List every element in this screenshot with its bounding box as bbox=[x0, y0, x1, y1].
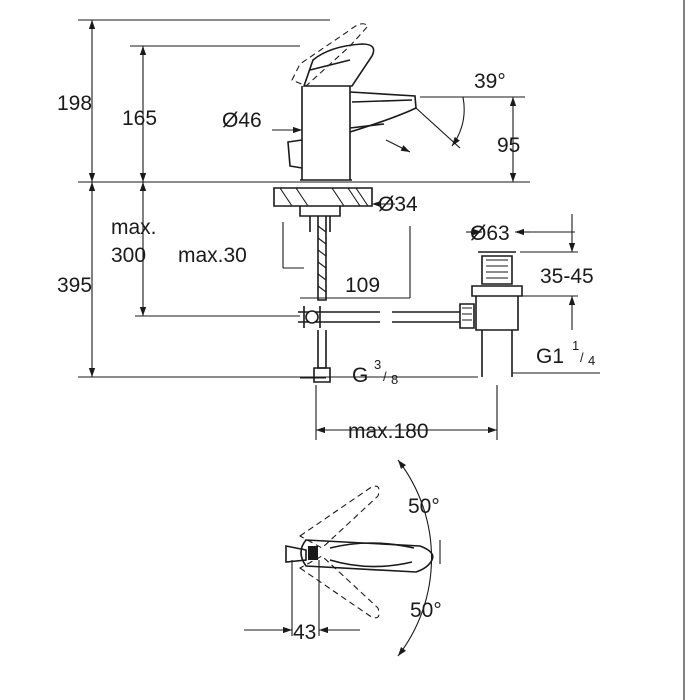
swivel-arc bbox=[397, 459, 432, 657]
dim-max-180: max.180 bbox=[348, 420, 429, 443]
dim-body-diameter: Ø46 bbox=[222, 109, 262, 132]
pop-up-knob bbox=[287, 139, 303, 169]
supply-hose bbox=[313, 216, 331, 383]
dim-pop-up-reach: 109 bbox=[345, 274, 380, 297]
dim-max-30: max.30 bbox=[178, 244, 247, 267]
waste-thread-den: 4 bbox=[588, 353, 595, 368]
dim-swivel-bottom: 50° bbox=[410, 599, 442, 622]
waste-thread-slash: / bbox=[580, 350, 584, 365]
hose-thread-slash: / bbox=[383, 369, 387, 384]
dim-spout-height: 95 bbox=[497, 134, 520, 157]
dim-max-label: max. bbox=[111, 216, 157, 239]
dim-hole-diameter: Ø34 bbox=[378, 193, 418, 216]
dim-lever-height: 165 bbox=[122, 107, 157, 130]
hose-thread-base: G bbox=[352, 364, 368, 387]
dim-total-height: 198 bbox=[57, 92, 92, 115]
faucet-plan bbox=[285, 539, 441, 573]
dim-waste-diameter: Ø63 bbox=[470, 222, 510, 245]
waste-thread-num: 1 bbox=[572, 338, 579, 353]
pop-up-rod bbox=[298, 306, 460, 328]
dim-under-height: 395 bbox=[57, 274, 92, 297]
dim-max-300: 300 bbox=[111, 244, 146, 267]
faucet-body bbox=[300, 86, 417, 181]
faucet-lever bbox=[302, 43, 375, 87]
top-view bbox=[244, 459, 441, 657]
angle-arc-39 bbox=[451, 96, 465, 147]
lever-position-up bbox=[298, 485, 380, 549]
lever-position-down bbox=[298, 555, 380, 619]
dim-lever-offset: 43 bbox=[293, 621, 316, 644]
waste-thread-base: G1 bbox=[536, 345, 564, 368]
hose-thread-num: 3 bbox=[374, 357, 381, 372]
side-elevation bbox=[78, 19, 600, 440]
dim-waste-range: 35-45 bbox=[540, 265, 594, 288]
dim-hose-thread: G 3 / 8 bbox=[352, 357, 398, 387]
dim-swivel-top: 50° bbox=[408, 495, 440, 518]
waste-assembly bbox=[459, 251, 523, 377]
hose-thread-den: 8 bbox=[391, 372, 398, 387]
countertop-section bbox=[273, 187, 373, 217]
dim-lever-angle: 39° bbox=[474, 70, 506, 93]
dim-waste-thread: G1 1 / 4 bbox=[536, 338, 595, 368]
faucet-lever-raised bbox=[291, 23, 369, 87]
